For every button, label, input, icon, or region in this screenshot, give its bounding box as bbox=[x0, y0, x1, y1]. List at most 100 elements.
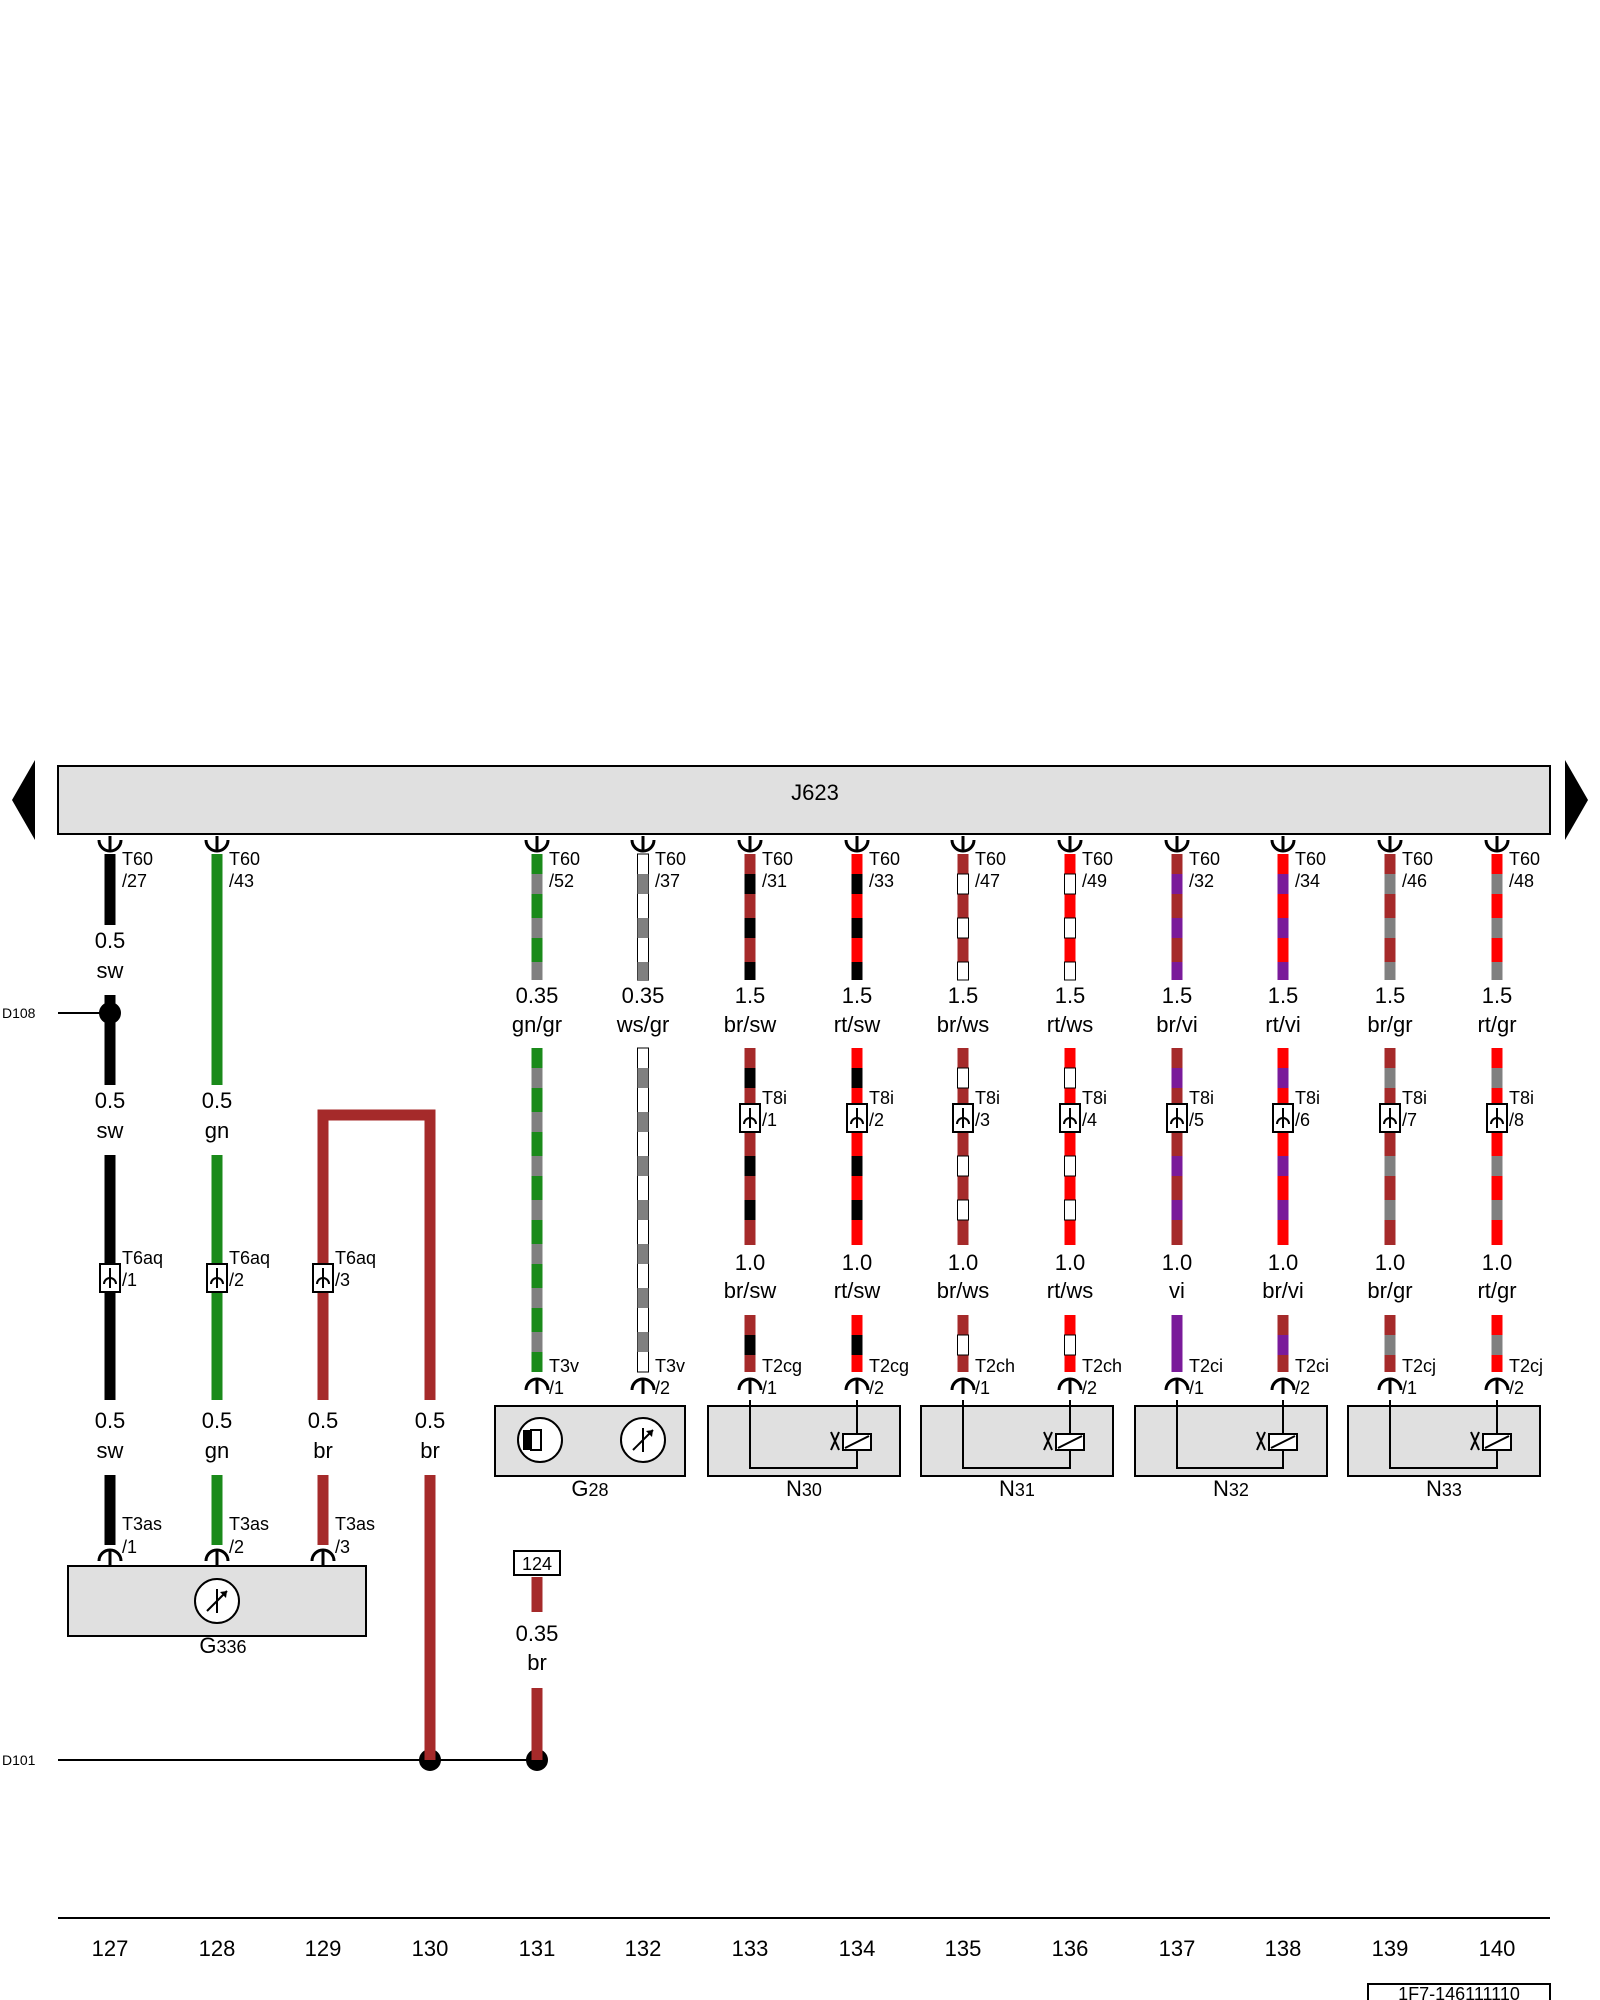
inline-connector-label: T8i bbox=[1189, 1088, 1214, 1108]
wire-segment bbox=[1064, 854, 1076, 981]
wire-size-label: 1.0 bbox=[1162, 1250, 1193, 1275]
component-box-n32[interactable] bbox=[1134, 1405, 1328, 1477]
inline-pin-label: /2 bbox=[229, 1270, 244, 1290]
end-pin-label: /1 bbox=[1189, 1378, 1204, 1398]
wire-size-label: 0.5 bbox=[95, 1408, 126, 1433]
wire-size-label: 1.0 bbox=[842, 1250, 873, 1275]
wire-segment bbox=[1491, 1048, 1503, 1245]
wire-segment bbox=[957, 1048, 969, 1245]
connector-t3as-icon bbox=[97, 1548, 123, 1565]
wire-size-label: 1.0 bbox=[1375, 1250, 1406, 1275]
column-number: 138 bbox=[1265, 1936, 1302, 1961]
inline-connector-label: T6aq bbox=[229, 1248, 270, 1268]
end-pin-label: /1 bbox=[122, 1537, 137, 1557]
pin-connector-label: T60 bbox=[1509, 849, 1540, 869]
connector-t60-icon bbox=[844, 836, 870, 853]
wire-color-label: br/ws bbox=[937, 1278, 990, 1303]
inline-connector-t8i-icon bbox=[846, 1103, 868, 1133]
end-connector-label: T2cj bbox=[1509, 1356, 1543, 1376]
bridge-wire bbox=[317, 1109, 436, 1400]
wire-color-label: rt/ws bbox=[1047, 1278, 1093, 1303]
wire-color-label: gn bbox=[205, 1438, 229, 1463]
component-label-n32: N32 bbox=[1213, 1476, 1249, 1501]
connector-t2-icon bbox=[1057, 1377, 1083, 1394]
wire-size-label: 0.5 bbox=[95, 928, 126, 953]
wire-size-label: 1.5 bbox=[842, 983, 873, 1008]
wire-size-label: 1.0 bbox=[735, 1250, 766, 1275]
column-number: 139 bbox=[1372, 1936, 1409, 1961]
wire-color-label: br/gr bbox=[1367, 1012, 1412, 1037]
inline-connector-label: T6aq bbox=[335, 1248, 376, 1268]
speed-sensor-icon bbox=[620, 1417, 666, 1463]
wire-size-label: 0.5 bbox=[415, 1408, 446, 1433]
wire-segment bbox=[851, 1315, 863, 1372]
wire-size-label: 1.5 bbox=[1375, 983, 1406, 1008]
wire-segment bbox=[744, 854, 756, 980]
wire-color-label: rt/vi bbox=[1265, 1012, 1300, 1037]
connector-t2-icon bbox=[844, 1377, 870, 1394]
end-connector-label: T3as bbox=[229, 1514, 269, 1534]
wire-segment bbox=[1384, 854, 1396, 980]
inline-connector-t8i-icon bbox=[1166, 1103, 1188, 1133]
wire-segment bbox=[1064, 1315, 1076, 1372]
wire-segment bbox=[1277, 1048, 1289, 1245]
connector-t60-icon bbox=[1484, 836, 1510, 853]
continue-left-arrow-icon[interactable] bbox=[12, 760, 35, 840]
column-number: 130 bbox=[412, 1936, 449, 1961]
reference-box[interactable] bbox=[513, 1550, 561, 1576]
wire-segment bbox=[1491, 1315, 1503, 1372]
component-label-g28: G28 bbox=[571, 1476, 608, 1501]
pin-number-label: /31 bbox=[762, 871, 787, 891]
pin-number-label: /34 bbox=[1295, 871, 1320, 891]
column-number: 127 bbox=[92, 1936, 129, 1961]
wire-segment bbox=[851, 854, 863, 980]
connector-t2-icon bbox=[1164, 1377, 1190, 1394]
pin-connector-label: T60 bbox=[655, 849, 686, 869]
wire-segment bbox=[1171, 1315, 1183, 1372]
end-pin-label: /1 bbox=[1402, 1378, 1417, 1398]
column-number: 129 bbox=[305, 1936, 342, 1961]
inline-connector-t6aq-icon bbox=[206, 1263, 228, 1293]
wire-color-label: sw bbox=[97, 958, 124, 983]
wire-segment bbox=[744, 1048, 756, 1245]
wire-segment bbox=[104, 1475, 116, 1545]
end-pin-label: /2 bbox=[229, 1537, 244, 1557]
wire-size-label: 1.5 bbox=[1055, 983, 1086, 1008]
inline-connector-t8i-icon bbox=[1059, 1103, 1081, 1133]
wire-size-label: 0.35 bbox=[516, 1621, 559, 1646]
wire-size-label: 0.5 bbox=[308, 1408, 339, 1433]
wire-color-label: br/sw bbox=[724, 1278, 777, 1303]
inline-connector-label: T8i bbox=[975, 1088, 1000, 1108]
inline-connector-t8i-icon bbox=[1486, 1103, 1508, 1133]
wire-color-label: rt/gr bbox=[1477, 1278, 1516, 1303]
inline-connector-label: T8i bbox=[1402, 1088, 1427, 1108]
inline-pin-label: /5 bbox=[1189, 1110, 1204, 1130]
inline-connector-t8i-icon bbox=[952, 1103, 974, 1133]
pin-connector-label: T60 bbox=[549, 849, 580, 869]
wire-segment bbox=[744, 1315, 756, 1372]
inline-connector-t8i-icon bbox=[739, 1103, 761, 1133]
connector-t60-icon bbox=[1164, 836, 1190, 853]
wire-segment bbox=[1491, 854, 1503, 980]
connector-t60-icon bbox=[737, 836, 763, 853]
end-connector-label: T3v bbox=[549, 1356, 579, 1376]
wire-segment bbox=[104, 854, 116, 925]
end-connector-label: T3as bbox=[122, 1514, 162, 1534]
end-connector-label: T2ci bbox=[1189, 1356, 1223, 1376]
injector-valve-icon bbox=[962, 1400, 1085, 1469]
end-pin-label: /1 bbox=[762, 1378, 777, 1398]
pin-connector-label: T60 bbox=[1189, 849, 1220, 869]
connector-t60-icon bbox=[1057, 836, 1083, 853]
wire-segment bbox=[1064, 1048, 1076, 1245]
wire-segment bbox=[1277, 854, 1289, 980]
wire-segment bbox=[1171, 854, 1183, 980]
component-label-n30: N30 bbox=[786, 1476, 822, 1501]
continue-right-arrow-icon[interactable] bbox=[1565, 760, 1588, 840]
wire-color-label: br/sw bbox=[724, 1012, 777, 1037]
connector-t2-icon bbox=[950, 1377, 976, 1394]
pin-number-label: /48 bbox=[1509, 871, 1534, 891]
pin-connector-label: T60 bbox=[869, 849, 900, 869]
wire-size-label: 0.5 bbox=[202, 1408, 233, 1433]
inline-pin-label: /4 bbox=[1082, 1110, 1097, 1130]
control-unit-label: J623 bbox=[791, 780, 839, 805]
